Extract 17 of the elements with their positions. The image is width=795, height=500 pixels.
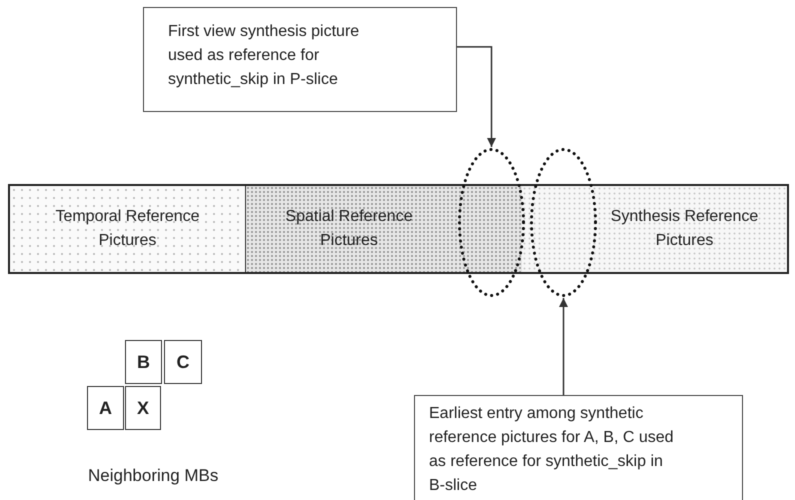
macroblock: A (87, 386, 124, 430)
macroblock: B (125, 340, 162, 384)
node-text: Temporal Reference Pictures (54, 207, 201, 251)
arrow (559, 298, 568, 395)
caption-text: Neighboring MBs (88, 466, 218, 486)
macroblock: X (125, 386, 161, 430)
node-text: Spatial Reference Pictures (284, 207, 414, 251)
node-text: Earliest entry among synthetic reference pictures for A, B, C used as reference for synthetic_skip in B-slice (429, 404, 675, 496)
callout-box (143, 7, 457, 112)
reference-section (10, 186, 246, 272)
macroblock: C (164, 340, 202, 384)
node-text: First view synthesis picture used as reference for synthetic_skip in P-slice (168, 22, 360, 90)
callout-box (414, 395, 743, 500)
node-text: Synthesis Reference Pictures (610, 207, 760, 251)
reference-section (522, 186, 787, 272)
arrow (457, 46, 496, 147)
reference-section (246, 186, 522, 272)
